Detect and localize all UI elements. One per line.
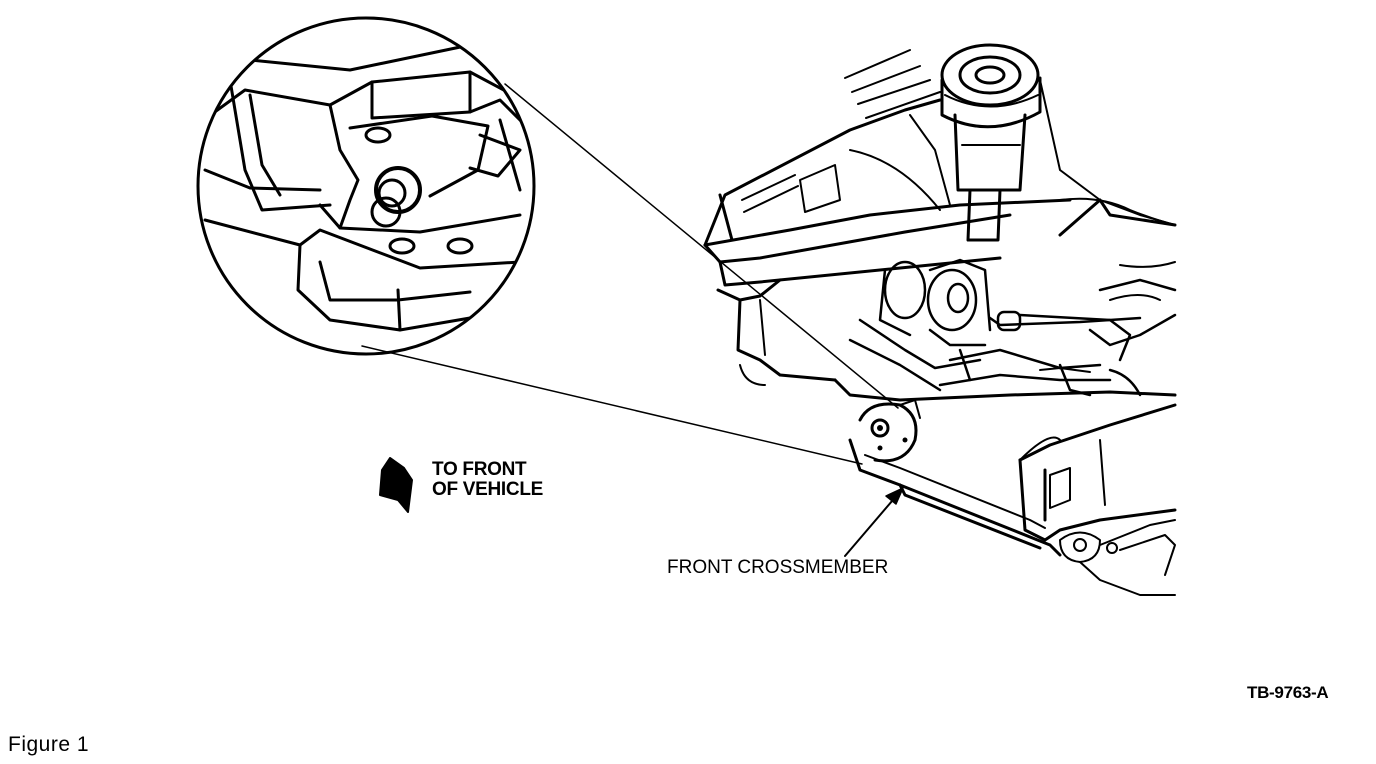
detail-magnifier <box>196 16 536 356</box>
direction-label-line2: OF VEHICLE <box>432 478 544 500</box>
detail-bracket-closeup <box>198 43 534 332</box>
frame-rail <box>703 98 1177 386</box>
detail-circle-outline <box>196 16 536 356</box>
front-direction-arrow-icon <box>379 457 413 513</box>
strut-assembly <box>940 43 1176 242</box>
direction-label: TO FRONT OF VEHICLE <box>432 460 543 500</box>
crossmember-callout-label: FRONT CROSSMEMBER <box>667 557 889 578</box>
direction-label-line1: TO FRONT <box>432 459 527 480</box>
chassis-assembly <box>703 43 1177 596</box>
detail-leader-lines <box>361 83 899 465</box>
figure-caption: Figure 1 <box>8 733 90 756</box>
front-crossmember <box>833 378 1177 596</box>
figure-code: TB-9763-A <box>1247 683 1329 702</box>
crossmember-callout-arrow <box>844 487 904 557</box>
control-arm-linkage <box>848 258 1177 397</box>
